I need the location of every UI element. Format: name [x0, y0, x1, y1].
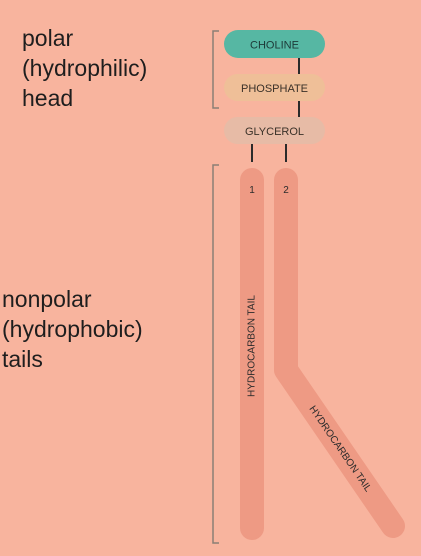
tails-label-line-1: nonpolar — [2, 286, 92, 312]
tail-number-1: 1 — [249, 185, 255, 196]
tail-bracket — [212, 164, 219, 544]
phosphate-group — [224, 74, 325, 101]
choline-group — [224, 30, 325, 58]
glycerol-group — [224, 117, 325, 144]
tails-label-line-2: (hydrophobic) — [2, 316, 143, 342]
hydrocarbon-tail-2 — [274, 168, 405, 538]
tails-label-line-3: tails — [2, 346, 43, 372]
tail-1-label: HYDROCARBON TAIL — [247, 295, 258, 397]
choline-label: CHOLINE — [250, 40, 299, 52]
polar-head-label: polar (hydrophilic) head — [22, 23, 147, 113]
head-label-line-1: polar — [22, 25, 74, 51]
phosphate-label: PHOSPHATE — [241, 83, 308, 95]
head-bracket — [212, 30, 219, 109]
glycerol-label: GLYCEROL — [245, 126, 304, 138]
tail-number-2: 2 — [283, 185, 289, 196]
head-label-line-2: (hydrophilic) — [22, 55, 148, 81]
tail-2-label: HYDROCARBON TAIL — [307, 404, 374, 495]
head-label-line-3: head — [22, 85, 74, 111]
nonpolar-tails-label: nonpolar (hydrophobic) tails — [2, 284, 143, 374]
